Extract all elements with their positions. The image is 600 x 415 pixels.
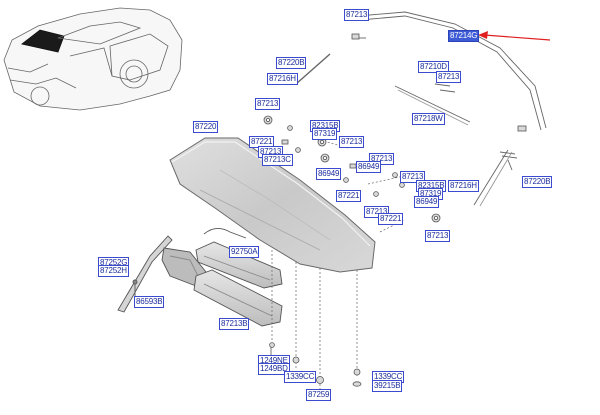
callout-label[interactable]: 87319 bbox=[312, 128, 338, 140]
callout-label[interactable]: 86949 bbox=[356, 161, 382, 173]
callout-label[interactable]: 87213 bbox=[255, 98, 281, 110]
callout-label[interactable]: 86593B bbox=[134, 296, 165, 308]
callout-label[interactable]: 87213 bbox=[436, 71, 462, 83]
callout-label[interactable]: 92750A bbox=[229, 246, 260, 258]
seal-strip bbox=[295, 11, 547, 207]
garnish-strip bbox=[193, 269, 283, 327]
callout-label[interactable]: 87259 bbox=[306, 389, 332, 401]
callout-label[interactable]: 87220B bbox=[522, 176, 553, 188]
callout-label[interactable]: 87221 bbox=[336, 190, 362, 202]
callout-label-highlighted[interactable]: 87214G bbox=[448, 30, 480, 42]
callout-label[interactable]: 86949 bbox=[316, 168, 342, 180]
callout-label[interactable]: 87210D bbox=[418, 61, 449, 73]
callout-label[interactable]: 1339CC bbox=[284, 371, 317, 383]
callout-label[interactable]: 87213 bbox=[344, 9, 370, 21]
callout-label[interactable]: 1249BD bbox=[258, 363, 290, 375]
callout-label[interactable]: 87221 bbox=[378, 213, 404, 225]
side-bracket bbox=[117, 235, 207, 313]
callout-label[interactable]: 87252H bbox=[98, 265, 129, 277]
stop-lamp bbox=[195, 228, 283, 289]
callout-label[interactable]: 87218W bbox=[412, 113, 445, 125]
callout-label[interactable]: 87220B bbox=[276, 57, 307, 69]
pointer-arrow bbox=[478, 31, 551, 41]
callout-label[interactable]: 87216H bbox=[267, 73, 298, 85]
callout-label[interactable]: 86949 bbox=[414, 196, 440, 208]
callout-label[interactable]: 87216H bbox=[448, 180, 479, 192]
callout-label[interactable]: 87213C bbox=[262, 154, 293, 166]
callout-label[interactable]: 87213 bbox=[339, 136, 365, 148]
callout-label[interactable]: 87220 bbox=[193, 121, 219, 133]
callout-label[interactable]: 87213B bbox=[219, 318, 250, 330]
callout-label[interactable]: 39215B bbox=[372, 380, 403, 392]
callout-label[interactable]: 87213 bbox=[425, 230, 451, 242]
vehicle-thumbnail bbox=[3, 7, 183, 111]
